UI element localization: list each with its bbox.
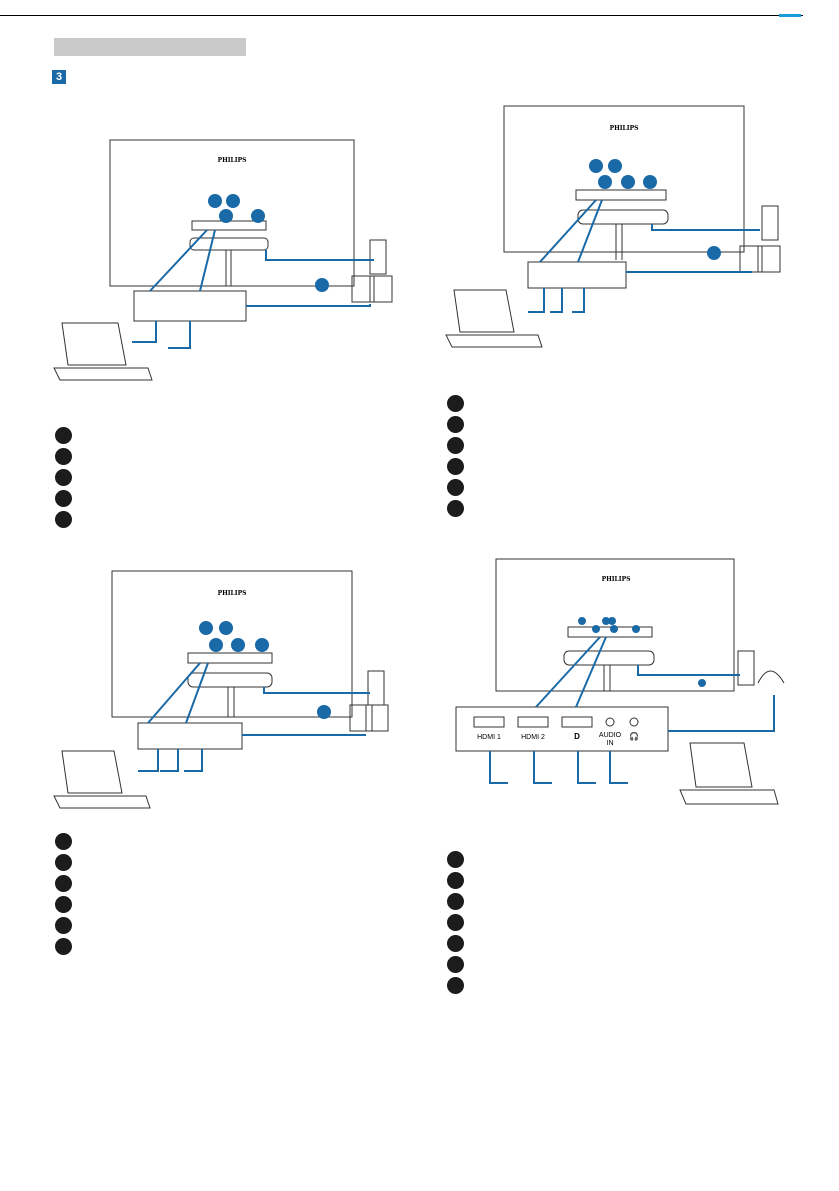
legend-marker bbox=[447, 935, 464, 952]
port-zoom-box bbox=[137, 722, 243, 750]
callout-2 bbox=[226, 194, 240, 208]
stand-neck bbox=[563, 650, 655, 666]
legend-marker bbox=[55, 938, 72, 955]
diagram-3: PHILIPS bbox=[40, 565, 400, 825]
hdmi2-port bbox=[517, 716, 549, 728]
port-zoom-box bbox=[133, 290, 247, 322]
hdmi1-port bbox=[473, 716, 505, 728]
section-heading-bar bbox=[54, 38, 246, 56]
legend-marker bbox=[55, 490, 72, 507]
diagram-1: PHILIPS bbox=[40, 128, 400, 398]
dp-port bbox=[561, 716, 593, 728]
stand-neck bbox=[187, 672, 273, 688]
legend-marker bbox=[447, 872, 464, 889]
legend-4 bbox=[447, 851, 464, 998]
audio-in-jack bbox=[605, 717, 615, 727]
legend-marker bbox=[55, 511, 72, 528]
top-rule-accent bbox=[779, 14, 801, 17]
top-rule bbox=[0, 14, 839, 17]
callout-1 bbox=[208, 194, 222, 208]
laptop-icon bbox=[61, 750, 123, 794]
brand-label: PHILIPS bbox=[602, 576, 631, 583]
headphone-icon bbox=[757, 670, 785, 684]
laptop-icon bbox=[453, 289, 515, 333]
legend-marker bbox=[55, 833, 72, 850]
hdmi2-label: HDMI 2 bbox=[521, 734, 545, 741]
headphone-jack bbox=[629, 717, 639, 727]
legend-3 bbox=[55, 833, 72, 959]
brand-label: PHILIPS bbox=[610, 125, 639, 132]
legend-marker bbox=[55, 875, 72, 892]
io-panel bbox=[187, 652, 273, 664]
monitor-back bbox=[495, 558, 735, 692]
legend-marker bbox=[55, 427, 72, 444]
legend-marker bbox=[447, 479, 464, 496]
legend-marker bbox=[55, 917, 72, 934]
dp-label: D bbox=[574, 732, 580, 741]
audio-in-label: IN bbox=[607, 740, 614, 747]
legend-marker bbox=[55, 469, 72, 486]
legend-marker bbox=[447, 956, 464, 973]
io-panel bbox=[575, 189, 667, 201]
legend-1 bbox=[55, 427, 72, 532]
monitor-back bbox=[111, 570, 353, 718]
legend-marker bbox=[447, 851, 464, 868]
monitor-back bbox=[109, 139, 355, 287]
brand-label: PHILIPS bbox=[218, 157, 247, 164]
top-rule-line bbox=[0, 15, 803, 16]
port-zoom-box bbox=[455, 706, 669, 752]
laptop-icon bbox=[689, 742, 753, 788]
laptop-icon bbox=[61, 322, 127, 366]
legend-marker bbox=[447, 416, 464, 433]
diagram-2: PHILIPS bbox=[440, 100, 800, 370]
diagram-4: PHILIPS HDMI 1 HDMI 2 D AUDIO IN 🎧 bbox=[440, 555, 800, 835]
legend-marker bbox=[447, 893, 464, 910]
legend-2 bbox=[447, 395, 464, 521]
stand-neck bbox=[577, 209, 669, 225]
legend-marker bbox=[447, 500, 464, 517]
brand-label: PHILIPS bbox=[218, 590, 247, 597]
monitor-back bbox=[503, 105, 745, 253]
headphone-symbol: 🎧 bbox=[629, 731, 639, 741]
callout-4 bbox=[251, 209, 265, 223]
legend-marker bbox=[55, 896, 72, 913]
step-badge: 3 bbox=[52, 70, 66, 84]
audio-label: AUDIO bbox=[599, 732, 622, 739]
hdmi1-label: HDMI 1 bbox=[477, 734, 501, 741]
legend-marker bbox=[447, 458, 464, 475]
port-zoom-box bbox=[527, 261, 627, 289]
callout-5 bbox=[315, 278, 329, 292]
legend-marker bbox=[55, 448, 72, 465]
io-panel bbox=[567, 626, 653, 638]
legend-marker bbox=[447, 977, 464, 994]
legend-marker bbox=[447, 395, 464, 412]
legend-marker bbox=[55, 854, 72, 871]
legend-marker bbox=[447, 437, 464, 454]
stand-neck bbox=[189, 237, 269, 251]
legend-marker bbox=[447, 914, 464, 931]
callout-3 bbox=[219, 209, 233, 223]
io-panel bbox=[191, 220, 267, 231]
